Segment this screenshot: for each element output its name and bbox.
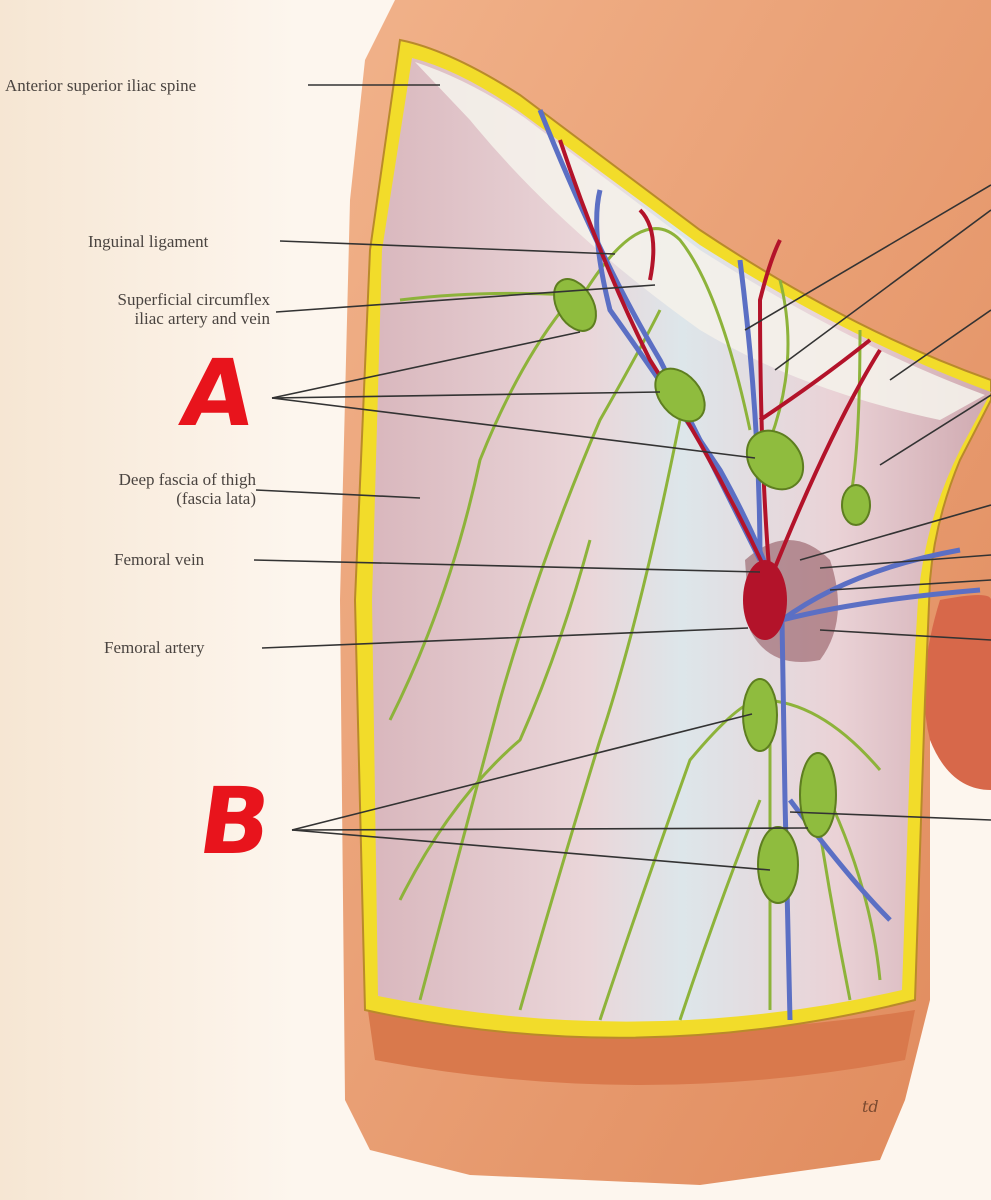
arteries	[558, 139, 882, 581]
fascia-lata	[372, 58, 991, 1022]
leader-femoral-vein	[253, 559, 761, 573]
superficial-inguinal-node-3	[745, 429, 805, 491]
leader-right-3	[889, 309, 991, 381]
label-fascia-line-1: Deep fascia of thigh	[118, 470, 256, 489]
leader-right-8	[819, 629, 991, 641]
lymphatic-vessels	[388, 227, 882, 1021]
leader-right-9	[789, 811, 991, 821]
leader-b-1	[291, 713, 753, 831]
label-femoral-vein: Femoral vein	[114, 550, 205, 569]
leader-b-3	[291, 829, 771, 871]
marker-a: A	[174, 340, 261, 447]
femoral-artery-vein-opening	[743, 560, 787, 640]
marker-b: B	[192, 768, 278, 875]
superficial-inguinal-node-2	[654, 367, 706, 423]
leader-a-3	[271, 397, 756, 459]
leader-femoral-artery	[261, 627, 749, 649]
leader-right-1	[744, 184, 991, 331]
subinguinal-node-2	[799, 752, 837, 838]
lymph-nodes	[553, 278, 871, 904]
label-anterior-superior-iliac-spine: Anterior superior iliac spine	[5, 76, 197, 95]
label-inguinal-ligament: Inguinal ligament	[88, 232, 209, 251]
leader-right-2	[774, 209, 991, 371]
leader-circumflex	[275, 284, 656, 313]
label-deep-fascia-of-thigh: Deep fascia of thigh (fascia lata)	[36, 470, 256, 508]
leader-a-1	[271, 331, 581, 399]
subinguinal-node-3	[757, 826, 799, 904]
leader-fascia	[255, 489, 421, 499]
subinguinal-node-1	[742, 678, 778, 752]
leader-a-2	[271, 391, 661, 399]
leader-right-6	[819, 554, 991, 569]
superficial-inguinal-node-4	[841, 484, 871, 526]
label-circumflex-line-1: Superficial circumflex	[117, 290, 270, 309]
leader-right-4	[879, 394, 991, 466]
leader-b-2	[291, 827, 809, 831]
label-circumflex-line-2: iliac artery and vein	[134, 309, 270, 328]
leader-right-7	[829, 579, 991, 591]
artist-signature: td	[862, 1097, 879, 1116]
label-femoral-artery: Femoral artery	[104, 638, 205, 657]
label-superficial-circumflex-iliac: Superficial circumflex iliac artery and …	[36, 290, 270, 328]
leader-inguinal	[279, 240, 616, 255]
scrotum	[924, 595, 991, 790]
leader-right-5	[799, 504, 991, 561]
label-fascia-line-2: (fascia lata)	[176, 489, 256, 508]
